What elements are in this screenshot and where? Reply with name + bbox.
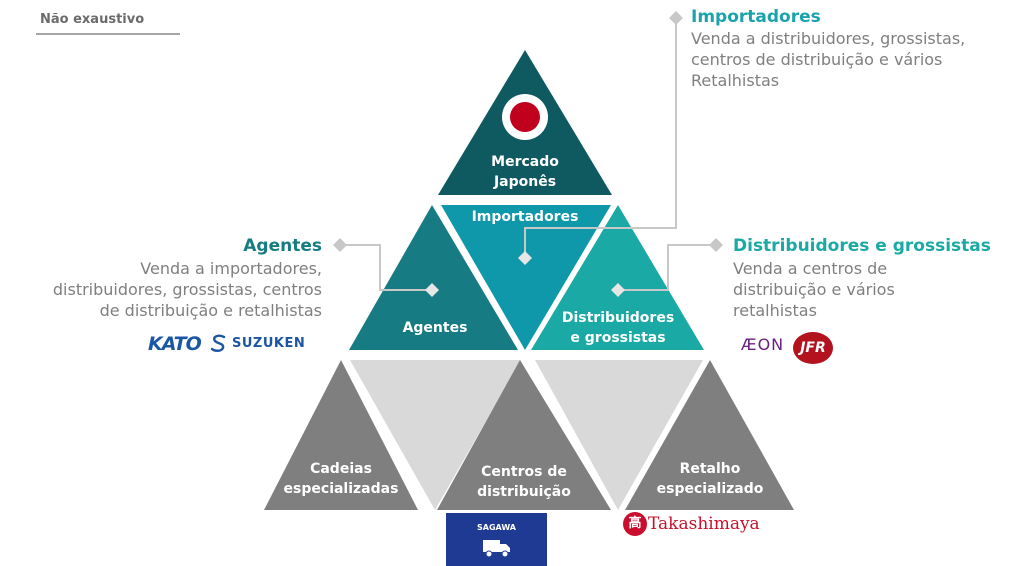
triangle-distribution-centers	[437, 360, 611, 510]
callout-distributors-line2: distribuição e vários	[733, 280, 895, 299]
triangle-agents	[349, 205, 518, 350]
callout-agents-text: Venda a importadores, distribuidores, gr…	[0, 258, 322, 321]
label-specialized-retail: Retalho especializado	[645, 459, 775, 499]
triangle-distributors	[531, 205, 704, 350]
label-distributors-line1: Distribuidores	[561, 310, 675, 326]
suzuken-s-logo-icon	[208, 332, 230, 354]
label-specialized-chains-line2: especializadas	[283, 481, 399, 497]
callout-importers-title: Importadores	[691, 7, 821, 27]
label-specialized-chains-line1: Cadeias	[310, 461, 372, 477]
callout-importers-line1: Venda a distribuidores, grossistas,	[691, 29, 966, 48]
callout-agents-line1: Venda a importadores,	[140, 259, 322, 278]
label-agents: Agentes	[402, 320, 468, 336]
triangle-specialized-retail	[625, 360, 794, 510]
not-exhaustive-tag: Não exaustivo	[36, 12, 180, 35]
importers-connector	[524, 20, 677, 258]
callout-importers-line2: centros de distribuição e vários	[691, 50, 943, 69]
callout-importers: Importadores Venda a distribuidores, gro…	[691, 6, 1011, 91]
agents-diamond-icon	[333, 238, 347, 252]
callout-agents-line2: distribuidores, grossistas, centros	[52, 280, 322, 299]
label-importers: Importadores	[471, 209, 579, 225]
callout-distributors-text: Venda a centros de distribuição e vários…	[733, 258, 1011, 321]
label-distribution-centers-line1: Centros de	[481, 464, 567, 480]
callout-distributors-title: Distribuidores e grossistas	[733, 236, 991, 256]
distributors-diamond-icon	[709, 238, 723, 252]
triangle-gap-left	[350, 360, 521, 510]
callout-agents: Agentes Venda a importadores, distribuid…	[0, 234, 322, 321]
label-specialized-chains: Cadeias especializadas	[276, 459, 406, 499]
label-distributors-line2: e grossistas	[570, 330, 666, 346]
agents-connector	[340, 244, 432, 291]
suzuken-logo: SUZUKEN	[232, 336, 306, 351]
aeon-logo: ÆON	[741, 335, 785, 354]
callout-importers-line3: Retalhistas	[691, 71, 780, 90]
label-distributors: Distribuidores e grossistas	[551, 308, 685, 348]
sagawa-logo-text: SAGAWA	[476, 523, 516, 532]
jfr-logo: JFR	[793, 332, 833, 364]
takashimaya-emblem-icon: 高	[623, 512, 647, 536]
label-specialized-retail-line2: especializado	[656, 481, 764, 497]
callout-agents-title: Agentes	[243, 236, 322, 256]
triangle-importers	[441, 205, 611, 350]
callout-distributors-line3: retalhistas	[733, 301, 817, 320]
callout-importers-text: Venda a distribuidores, grossistas, cent…	[691, 28, 1011, 91]
importers-pointer-diamond-icon	[518, 251, 532, 265]
suzuken-s-icon	[210, 334, 226, 352]
delivery-truck-icon	[483, 540, 510, 558]
label-japanese-market-line2: Japonês	[493, 174, 557, 190]
importers-diamond-icon	[669, 11, 683, 25]
label-japanese-market-line1: Mercado	[491, 154, 559, 170]
label-distribution-centers: Centros de distribuição	[459, 462, 589, 502]
sagawa-logo: SAGAWA	[446, 513, 547, 566]
distributors-connector	[618, 244, 714, 291]
triangle-gap-right	[535, 360, 703, 510]
callout-agents-line3: de distribuição e retalhistas	[99, 301, 322, 320]
label-specialized-retail-line1: Retalho	[679, 461, 741, 477]
callout-distributors-line1: Venda a centros de	[733, 259, 888, 278]
label-distribution-centers-line2: distribuição	[477, 484, 571, 500]
triangle-specialized-chains	[264, 360, 418, 510]
label-japanese-market: Mercado Japonês	[465, 152, 585, 192]
kato-logo: KATO	[148, 333, 202, 355]
callout-distributors: Distribuidores e grossistas Venda a cent…	[733, 234, 1011, 321]
distributors-pointer-diamond-icon	[611, 283, 625, 297]
japan-flag-sun-icon	[510, 102, 540, 132]
agents-pointer-diamond-icon	[425, 283, 439, 297]
takashimaya-logo: Takashimaya	[648, 514, 760, 534]
